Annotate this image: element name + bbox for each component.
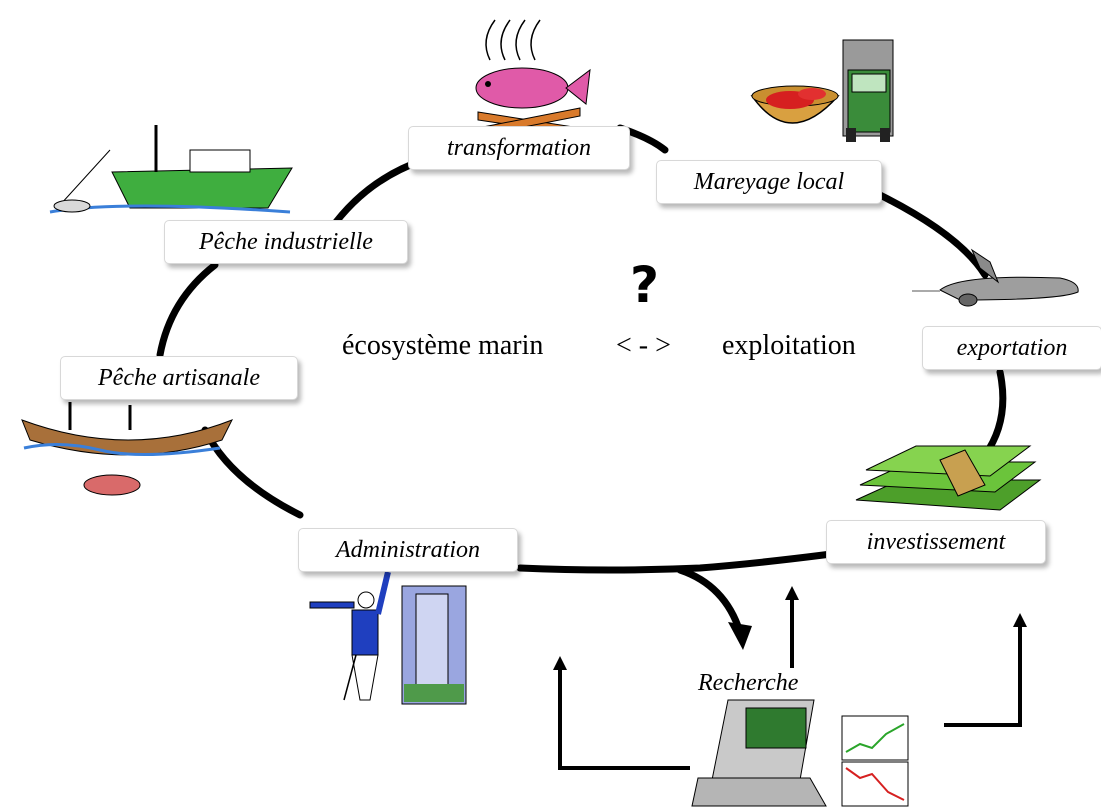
artisanal-canoe-icon [21,402,234,496]
node-peche-artisanale: Pêche artisanale [60,356,298,400]
arc-administration-to-artisanale [201,426,304,519]
truck-icon [842,39,894,142]
arc-mareyage-to-exportation [876,191,989,279]
laptop-icon [691,699,827,807]
airplane-icon [912,248,1079,307]
node-recherche: Recherche [698,670,799,696]
ecosysteme-marin-label: écosystème marin [342,330,544,361]
arrow-to-recherche [676,566,744,636]
question-mark: ? [630,256,660,314]
arc-exportation-to-investissement [981,368,1007,459]
traffic-officer-icon [309,571,391,701]
node-investissement: investissement [826,520,1046,564]
node-exportation: exportation [922,326,1101,370]
feedback-arrow-administration [558,668,690,770]
feedback-arrow-investissement [944,625,1022,727]
node-mareyage-local: Mareyage local [656,160,882,204]
node-administration: Administration [298,528,518,572]
grilled-fish-icon [475,19,591,137]
connector-label: < - > [616,330,671,361]
arc-artisanale-to-industrielle [156,261,219,359]
office-building-icon [401,585,467,705]
fish-bowl-icon [750,85,840,124]
stock-charts-icon [841,715,909,807]
exploitation-label: exploitation [722,330,856,361]
money-stack-icon [855,445,1042,511]
arrowhead-to-recherche [728,622,752,650]
node-peche-industrielle: Pêche industrielle [164,220,408,264]
arrowhead-up-recherche [785,586,799,600]
node-transformation: transformation [408,126,630,170]
trawler-ship-icon [49,125,293,214]
